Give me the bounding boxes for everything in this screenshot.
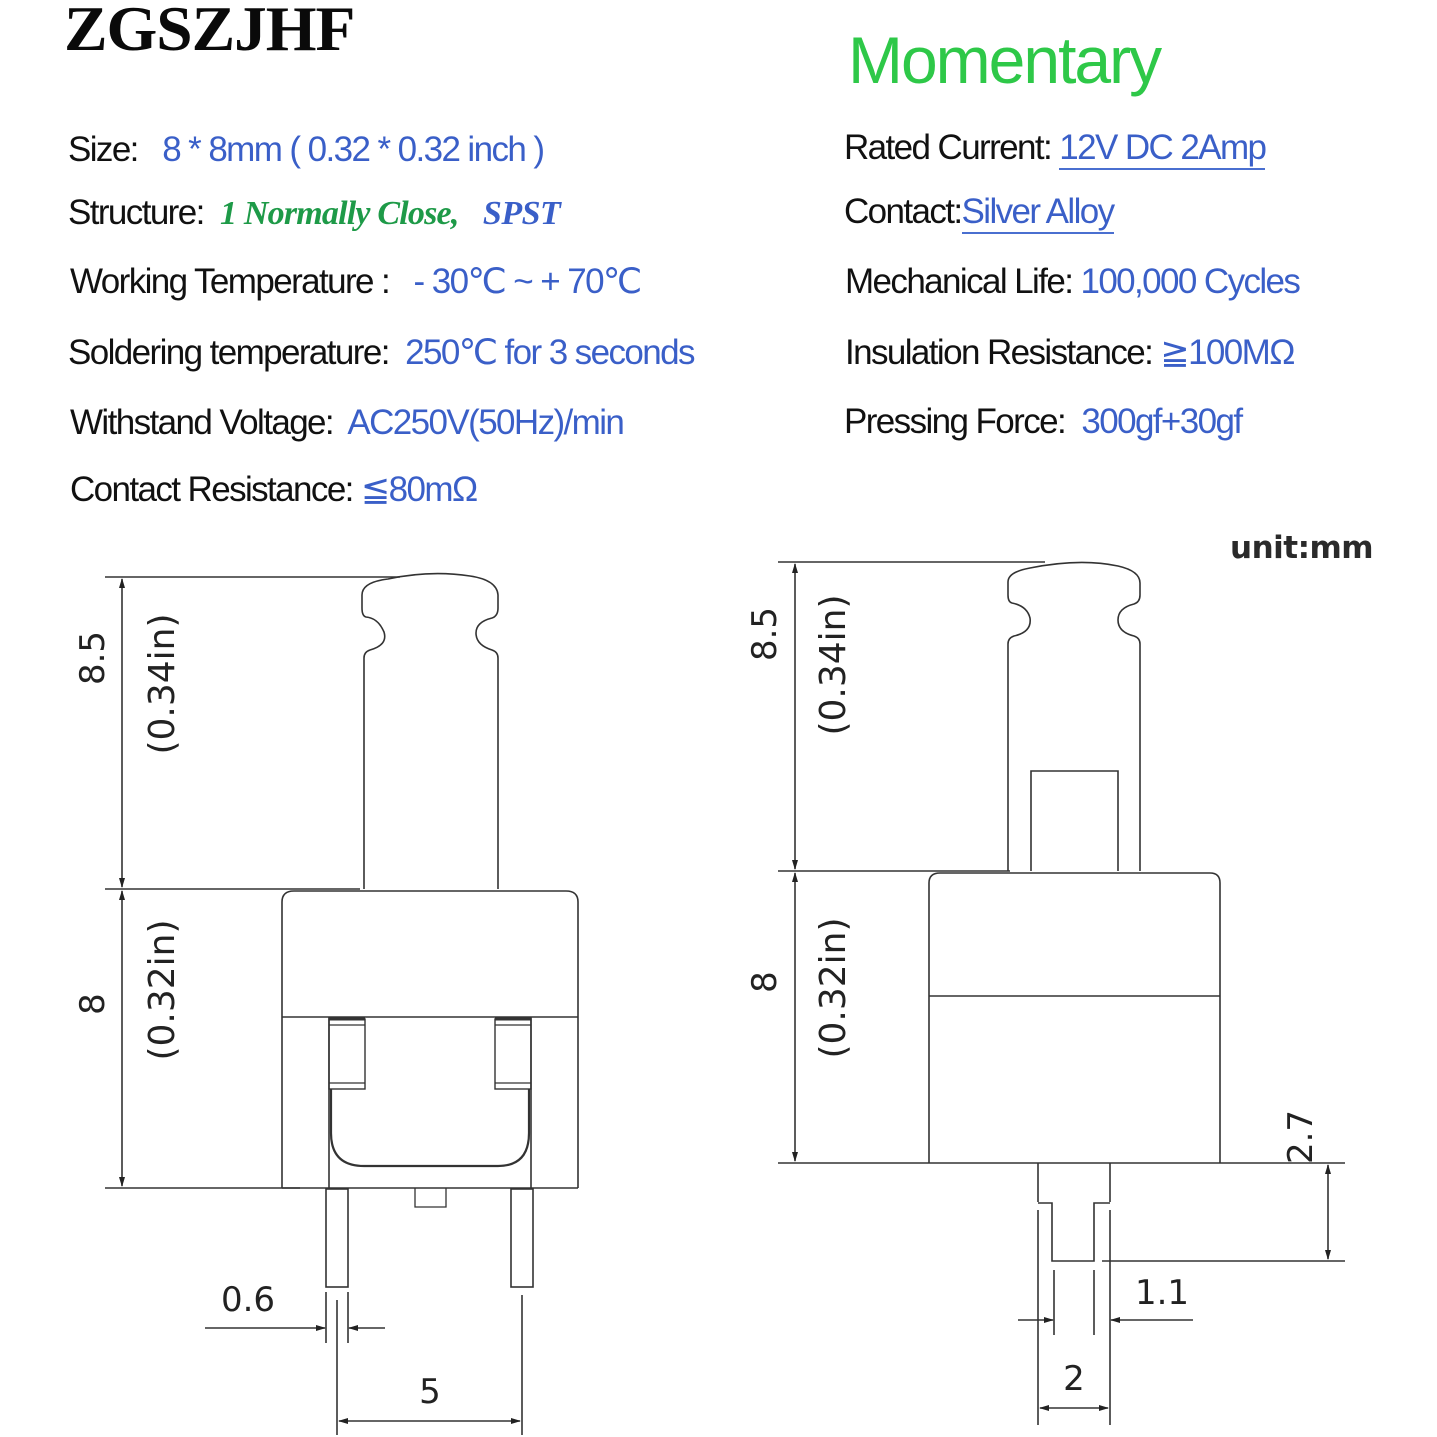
spec-contact: Contact:Silver Alloy [844, 192, 1115, 234]
spec-withstand-voltage: Withstand Voltage: AC250V(50Hz)/min [70, 403, 625, 442]
front-dim-pin-width: 0.6 [221, 1280, 275, 1320]
spec-value: 8 * 8mm ( 0.32 * 0.32 inch ) [162, 130, 545, 169]
spec-label: Contact Resistance: [70, 470, 354, 509]
spec-mechanical-life: Mechanical Life: 100,000 Cycles [845, 262, 1301, 301]
spec-size: Size: 8 * 8mm ( 0.32 * 0.32 inch ) [68, 130, 545, 169]
front-view-labels: 8.5 (0.34in) 8 (0.32in) 0.6 5 [73, 613, 441, 1412]
spec-working-temp: Working Temperature : - 30℃ ~ + 70℃ [70, 262, 643, 301]
product-type-title: Momentary [848, 23, 1162, 97]
spec-label: Structure: [68, 193, 205, 232]
front-dim-body-in: (0.32in) [142, 919, 183, 1060]
side-view-drawing [778, 561, 1345, 1425]
side-dim-body: 8 [745, 971, 785, 993]
spec-value: - 30℃ ~ + 70℃ [413, 262, 643, 301]
spec-value: 100,000 Cycles [1080, 262, 1300, 301]
spec-label: Withstand Voltage: [70, 403, 335, 442]
side-dim-pin-outer: 2 [1063, 1359, 1085, 1399]
front-dim-plunger-in: (0.34in) [142, 613, 183, 754]
spec-insulation-resistance: Insulation Resistance: ≧100MΩ [845, 333, 1295, 372]
spec-structure: Structure: 1 Normally Close, SPST [68, 193, 561, 232]
front-view-drawing [105, 572, 579, 1435]
spec-label: Rated Current: [844, 128, 1053, 167]
spec-label: Contact: [844, 192, 963, 231]
side-dim-body-in: (0.32in) [813, 917, 854, 1058]
side-dim-plunger: 8.5 [745, 607, 785, 661]
spec-value: AC250V(50Hz)/min [347, 403, 625, 442]
side-view-labels: 8.5 (0.34in) 8 (0.32in) 2.7 1.1 2 [745, 594, 1321, 1399]
brand-logo: ZGSZJHF [64, 0, 355, 64]
spec-label: Pressing Force: [844, 402, 1067, 441]
spec-pressing-force: Pressing Force: 300gf+30gf [844, 402, 1243, 441]
side-dim-plunger-in: (0.34in) [813, 594, 854, 735]
spec-contact-resistance: Contact Resistance: ≦80mΩ [70, 470, 478, 509]
spec-value-structure: 1 Normally Close, [219, 195, 459, 232]
spec-value: 12V DC 2Amp [1059, 128, 1267, 170]
front-dim-body: 8 [73, 993, 113, 1015]
side-dim-pin-inner: 1.1 [1135, 1273, 1189, 1313]
spec-label: Soldering temperature: [68, 333, 390, 372]
spec-rated-current: Rated Current: 12V DC 2Amp [844, 128, 1267, 170]
spec-label: Insulation Resistance: [845, 333, 1154, 372]
spec-label: Mechanical Life: [845, 262, 1074, 301]
front-dim-pin-spacing: 5 [419, 1372, 441, 1412]
spec-label: Working Temperature : [70, 262, 391, 301]
spec-value: 250℃ for 3 seconds [405, 333, 695, 372]
spec-soldering-temp: Soldering temperature: 250℃ for 3 second… [68, 333, 695, 372]
front-dim-plunger: 8.5 [73, 631, 113, 685]
spec-value: Silver Alloy [961, 192, 1115, 234]
spec-label: Size: [68, 130, 139, 169]
unit-label: unit:mm [1230, 530, 1374, 566]
side-dim-pin-length: 2.7 [1281, 1110, 1321, 1164]
spec-value-type: SPST [482, 195, 561, 232]
spec-value: 300gf+30gf [1081, 402, 1243, 441]
spec-value: ≧100MΩ [1160, 333, 1295, 372]
spec-value: ≦80mΩ [360, 470, 478, 509]
